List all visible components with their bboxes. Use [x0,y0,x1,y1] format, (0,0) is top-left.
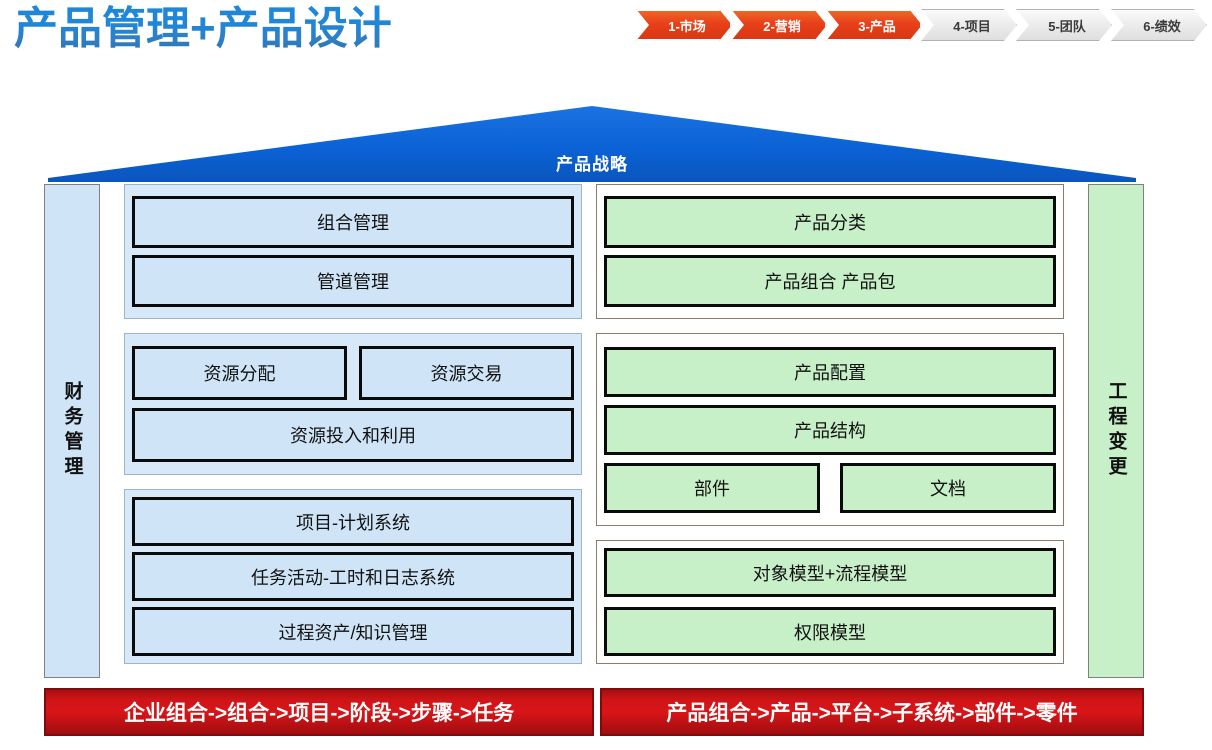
cell-label: 产品分类 [794,213,866,233]
roof-triangle: 产品战略 [48,106,1136,182]
blue-cell-resource-transaction[interactable]: 资源交易 [359,346,574,400]
pillar-finance-management-label: 财务管理 [61,381,83,481]
cell-label: 产品组合 产品包 [764,272,896,292]
breadcrumb-step-1[interactable]: 1-市场 [636,9,732,41]
blue-row-resource-top: 资源分配 资源交易 [132,346,574,400]
breadcrumb-step-2-label: 2-营销 [763,18,801,34]
green-cell-documents[interactable]: 文档 [840,462,1056,513]
breadcrumb-step-3[interactable]: 3-产品 [826,9,922,41]
cell-label: 权限模型 [794,622,866,643]
blue-cell-process-asset-knowledge-management[interactable]: 过程资产/知识管理 [132,607,574,656]
cell-label: 产品配置 [794,362,866,383]
breadcrumb-step-3-label: 3-产品 [858,18,896,34]
blue-column: 组合管理 管道管理 资源分配 资源交易 资源投入和利用 [124,184,582,678]
green-cell-product-configuration[interactable]: 产品配置 [604,346,1056,397]
cell-label: 部件 [694,478,730,499]
cell-label: 过程资产/知识管理 [278,622,428,643]
cell-label: 对象模型+流程模型 [752,563,908,584]
breadcrumb-step-6-label: 6-绩效 [1143,18,1181,34]
framework-body: 财务管理 工程变更 组合管理 管道管理 资源分配 资源交易 [44,184,1144,678]
pillar-finance-management[interactable]: 财务管理 [44,184,100,678]
footer-bar-product-hierarchy[interactable]: 产品组合->产品->平台->子系统->部件->零件 [600,688,1144,736]
process-step-breadcrumb: 1-市场 2-营销 3-产品 4-项目 5-团队 6-绩效 [636,8,1206,42]
breadcrumb-step-4-label: 4-项目 [953,18,991,34]
green-group-models: 对象模型+流程模型 权限模型 [596,540,1064,664]
cell-label: 管道管理 [317,272,389,292]
blue-group-project-execution: 项目-计划系统 任务活动-工时和日志系统 过程资产/知识管理 [124,489,582,664]
green-row-parts-documents: 部件 文档 [604,462,1056,513]
green-cell-parts[interactable]: 部件 [604,462,820,513]
green-cell-product-portfolio-package[interactable]: 产品组合 产品包 [604,255,1056,307]
footer-bar-project-hierarchy[interactable]: 企业组合->组合->项目->阶段->步骤->任务 [44,688,594,736]
blue-cell-resource-allocation[interactable]: 资源分配 [132,346,347,400]
cell-label: 组合管理 [317,213,389,233]
green-group-product-structure: 产品配置 产品结构 部件 文档 [596,333,1064,526]
breadcrumb-step-2[interactable]: 2-营销 [731,9,827,41]
blue-cell-pipeline-management[interactable]: 管道管理 [132,255,574,307]
page-title: 产品管理+产品设计 [14,2,392,56]
footer-bar-project-hierarchy-label: 企业组合->组合->项目->阶段->步骤->任务 [123,702,515,725]
blue-cell-task-activity-timesheet-log[interactable]: 任务活动-工时和日志系统 [132,552,574,601]
green-cell-product-classification[interactable]: 产品分类 [604,196,1056,248]
cell-label: 资源投入和利用 [290,426,416,446]
cell-label: 任务活动-工时和日志系统 [251,567,455,588]
breadcrumb-step-4[interactable]: 4-项目 [921,9,1017,41]
breadcrumb-step-1-label: 1-市场 [668,18,706,34]
cell-label: 文档 [930,478,966,499]
green-cell-permission-model[interactable]: 权限模型 [604,607,1056,656]
green-group-product-classification: 产品分类 产品组合 产品包 [596,184,1064,319]
breadcrumb-step-5-label: 5-团队 [1048,18,1086,34]
pillar-engineering-change-label: 工程变更 [1105,381,1127,481]
cell-label: 资源分配 [203,364,276,384]
green-cell-product-structure[interactable]: 产品结构 [604,404,1056,455]
green-cell-object-process-model[interactable]: 对象模型+流程模型 [604,548,1056,597]
cell-label: 项目-计划系统 [296,512,410,533]
breadcrumb-step-5[interactable]: 5-团队 [1016,9,1112,41]
blue-group-resources: 资源分配 资源交易 资源投入和利用 [124,333,582,475]
blue-cell-portfolio-management[interactable]: 组合管理 [132,196,574,248]
roof-label: 产品战略 [556,155,628,174]
footer-bar-product-hierarchy-label: 产品组合->产品->平台->子系统->部件->零件 [666,702,1078,725]
breadcrumb-step-6[interactable]: 6-绩效 [1111,9,1207,41]
blue-cell-resource-investment-utilization[interactable]: 资源投入和利用 [132,408,574,462]
pillar-engineering-change[interactable]: 工程变更 [1088,184,1144,678]
green-column: 产品分类 产品组合 产品包 产品配置 产品结构 部件 [596,184,1064,678]
roof-shape [48,106,1136,182]
blue-cell-project-plan-system[interactable]: 项目-计划系统 [132,497,574,546]
blue-group-portfolio: 组合管理 管道管理 [124,184,582,319]
cell-label: 产品结构 [794,420,866,441]
cell-label: 资源交易 [430,364,503,384]
